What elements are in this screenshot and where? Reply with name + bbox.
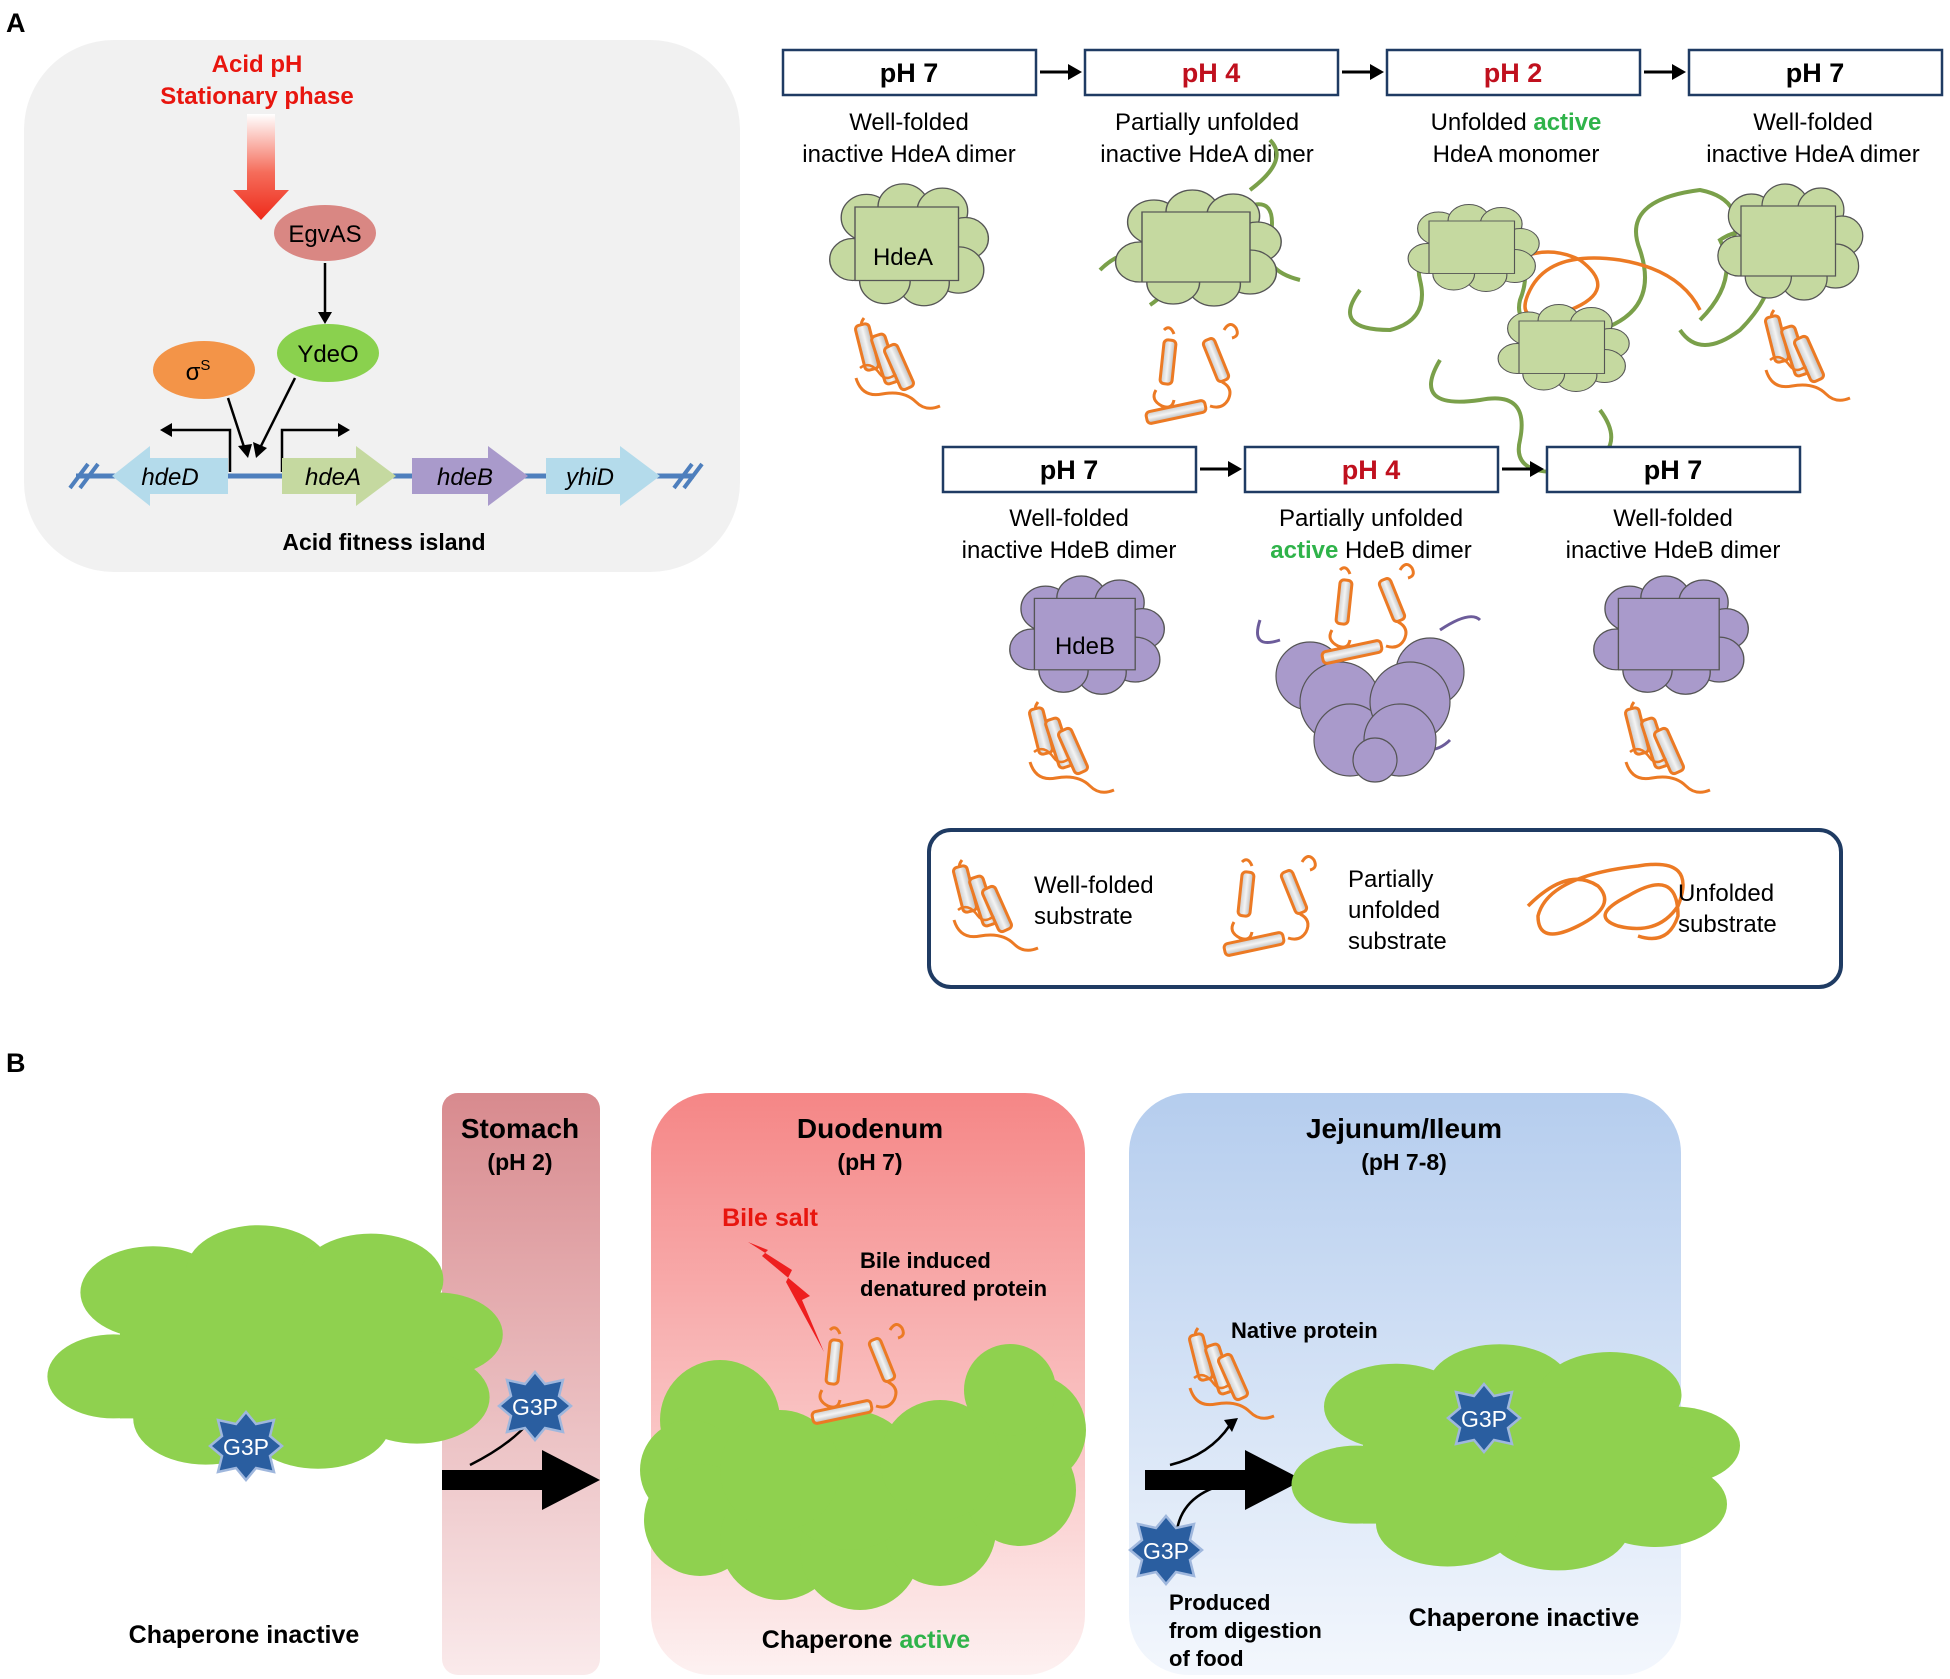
wellfolded-substrate-icon (1623, 700, 1712, 794)
hdea-row: pH 7 pH 4 pH 2 pH 7 Well-folded inactive… (781, 48, 1944, 474)
hdeb-row: pH 7 pH 4 pH 7 Well-folded inactive HdeB… (941, 445, 1802, 794)
hdeb-desc-line: Partially unfolded (1279, 505, 1463, 532)
ph-box (1083, 48, 1340, 97)
hdea-dimer (1717, 183, 1864, 301)
stomach-flow-arrow (442, 1450, 600, 1510)
signal-arrow (233, 114, 289, 220)
hdeb-desc-line: Well-folded (1613, 505, 1733, 532)
ph-label: pH 4 (1342, 455, 1401, 485)
produced-label: Produced (1169, 1590, 1270, 1615)
sigma-s-node (153, 341, 255, 399)
chaperone-blob-active (640, 1344, 1086, 1610)
legend-wellfolded-text: substrate (1034, 903, 1133, 930)
wellfolded-substrate-icon (1763, 308, 1852, 402)
denatured-label: denatured protein (860, 1276, 1047, 1301)
hdeb-desc-line: inactive HdeB dimer (962, 537, 1177, 564)
gene-hdea (282, 446, 396, 506)
ph-label: pH 4 (1182, 58, 1241, 88)
denatured-label: Bile induced (860, 1248, 991, 1273)
stationary-phase-label: Stationary phase (160, 83, 353, 110)
gene-hdeb (412, 446, 528, 506)
acid-fitness-island-caption: Acid fitness island (282, 529, 485, 555)
ph-label: pH 7 (1040, 455, 1099, 485)
gene-yhid-label: yhiD (564, 464, 614, 491)
hdeb-label: HdeB (1055, 633, 1115, 660)
hdea-desc-line: Partially unfolded (1115, 109, 1299, 136)
egvas-node (274, 205, 376, 261)
g3p-label: G3P (1461, 1406, 1507, 1432)
bile-salt-label: Bile salt (722, 1204, 819, 1232)
acid-ph-label: Acid pH (212, 51, 303, 78)
jejunum-ph: (pH 7-8) (1361, 1149, 1447, 1175)
hdeb-desc-line: Well-folded (1009, 505, 1129, 532)
produced-label: from digestion (1169, 1618, 1322, 1643)
ydeo-node (277, 324, 379, 382)
chaperone-active-label: Chaperone active (762, 1626, 971, 1654)
hdea-desc-line: Well-folded (1753, 109, 1873, 136)
hdea-label: HdeA (873, 244, 933, 271)
hdeb-desc-line: active HdeB dimer (1270, 537, 1471, 564)
jejunum-title: Jejunum/Ileum (1306, 1113, 1502, 1144)
panel-b-label: B (6, 1048, 26, 1078)
hdeb-desc-line: inactive HdeB dimer (1566, 537, 1781, 564)
hdea-desc-line: inactive HdeA dimer (1100, 141, 1313, 168)
chaperone-inactive-label: Chaperone inactive (129, 1621, 360, 1649)
hdea-desc-line: Well-folded (849, 109, 969, 136)
produced-label: of food (1169, 1646, 1244, 1671)
legend-unfolded-text: Unfolded (1678, 880, 1774, 907)
ph-box (1385, 48, 1642, 97)
g3p-label: G3P (512, 1394, 558, 1420)
ph-box (1243, 445, 1500, 494)
sigma-s-label: σS (186, 357, 211, 386)
hdea-dimer-partial (1098, 138, 1301, 307)
wellfolded-substrate-icon (853, 316, 942, 410)
hdea-desc-line: Unfolded active (1431, 109, 1602, 136)
g3p-label: G3P (1143, 1538, 1189, 1564)
unfolded-substrate-icon (1526, 862, 1685, 941)
ydeo-label: YdeO (297, 341, 358, 368)
partial-substrate-icon (1319, 562, 1415, 666)
chaperone-blob-inactive (47, 1225, 503, 1469)
ph-label: pH 7 (1644, 455, 1703, 485)
chaperone-inactive-label: Chaperone inactive (1409, 1604, 1640, 1632)
gene-hded (112, 446, 228, 506)
native-protein-label: Native protein (1231, 1318, 1378, 1343)
legend-partial-text: unfolded (1348, 897, 1440, 924)
ph-box (941, 445, 1198, 494)
ph-label: pH 7 (880, 58, 939, 88)
panel-a-label: A (6, 8, 26, 38)
g3p-label: G3P (223, 1434, 269, 1460)
duodenum-ph: (pH 7) (837, 1149, 902, 1175)
legend-partial-text: Partially (1348, 866, 1433, 893)
stomach-ph: (pH 2) (487, 1149, 552, 1175)
duodenum-title: Duodenum (797, 1113, 943, 1144)
hdea-monomers-unfolded (1348, 187, 1774, 474)
hdeb-dimer-active (1256, 562, 1482, 783)
partial-substrate-icon (1143, 322, 1239, 426)
ph-box (781, 48, 1038, 97)
gene-hdea-label: hdeA (305, 464, 361, 491)
hdea-desc-line: inactive HdeA dimer (1706, 141, 1919, 168)
gene-hded-label: hdeD (141, 464, 198, 491)
hdeb-dimer (1593, 575, 1749, 695)
legend-partial-text: substrate (1348, 928, 1447, 955)
acid-fitness-island-panel: Acid pH Stationary phase EgvAS YdeO σS h… (24, 40, 740, 572)
ph-label: pH 7 (1786, 58, 1845, 88)
legend-unfolded-text: substrate (1678, 911, 1777, 938)
ph-box (1687, 48, 1944, 97)
wellfolded-substrate-icon (1027, 700, 1116, 794)
ph-box (1545, 445, 1802, 494)
gene-hdeb-label: hdeB (437, 464, 493, 491)
hdea-desc-line: inactive HdeA dimer (802, 141, 1015, 168)
ph-label: pH 2 (1484, 58, 1543, 88)
stomach-title: Stomach (461, 1113, 579, 1144)
egvas-label: EgvAS (288, 221, 361, 248)
substrate-legend: Well-folded substrate Partially unfolded… (927, 828, 1843, 989)
gene-yhid (546, 446, 660, 506)
legend-wellfolded-text: Well-folded (1034, 872, 1154, 899)
jejunum-flow-arrow (1145, 1450, 1303, 1510)
hdea-desc-line: HdeA monomer (1433, 141, 1600, 168)
